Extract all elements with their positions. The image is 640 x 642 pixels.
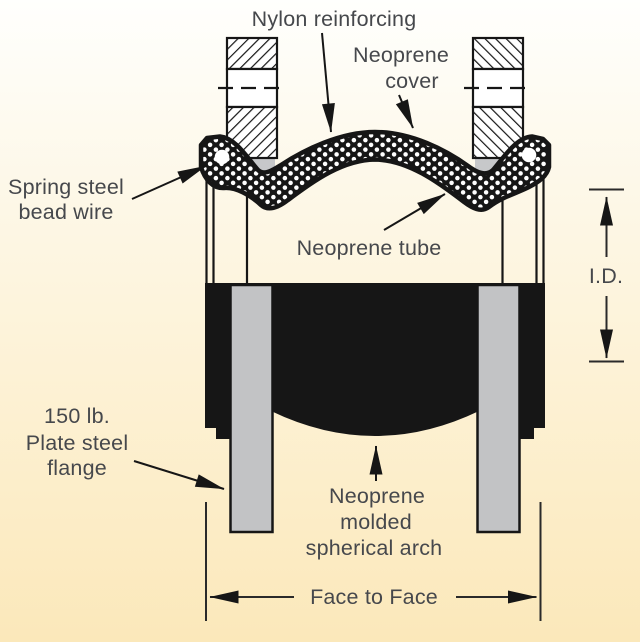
pipe-flange-left [229, 283, 274, 534]
tube-neck-lines [205, 176, 545, 285]
pipe-flange-columns [229, 283, 521, 534]
leader-arrows [131, 32, 446, 490]
label-inner-diameter: I.D. [589, 264, 623, 288]
label-plate-flange-1: 150 lb. [44, 404, 110, 428]
face-to-face-dimension [205, 502, 542, 621]
label-spring-steel-1: Spring steel [8, 175, 124, 199]
label-plate-flange-2: Plate steel [26, 431, 129, 455]
bolt-hatch-top-right [471, 36, 525, 71]
label-spherical-arch-1: Neoprene [329, 484, 425, 508]
leader-plate-flange [133, 460, 225, 490]
rubber-body [205, 283, 545, 439]
bead-wire-right [521, 147, 537, 163]
bead-wire-left [214, 149, 230, 165]
label-nylon-reinforcing: Nylon reinforcing [252, 7, 417, 31]
id-dimension [589, 188, 624, 363]
bolt-hatch-top-left [225, 36, 279, 71]
pipe-flange-right [476, 283, 521, 534]
label-spring-steel-2: bead wire [18, 200, 113, 224]
leader-neoprene-tube [383, 193, 446, 231]
label-spherical-arch-2: molded [340, 510, 412, 534]
label-neoprene-tube: Neoprene tube [297, 236, 442, 260]
leader-spring-steel [131, 165, 207, 200]
leader-nylon-reinforcing [321, 32, 335, 133]
label-face-to-face: Face to Face [310, 585, 438, 609]
label-spherical-arch-3: spherical arch [306, 536, 443, 560]
label-plate-flange-3: flange [47, 456, 107, 480]
leader-neoprene-cover [395, 94, 414, 129]
reinforced-cover-band [198, 129, 552, 212]
callout-labels: Nylon reinforcing Neoprene cover Spring … [8, 7, 623, 609]
label-neoprene-cover-2: cover [385, 69, 439, 93]
label-neoprene-cover-1: Neoprene [353, 43, 449, 67]
